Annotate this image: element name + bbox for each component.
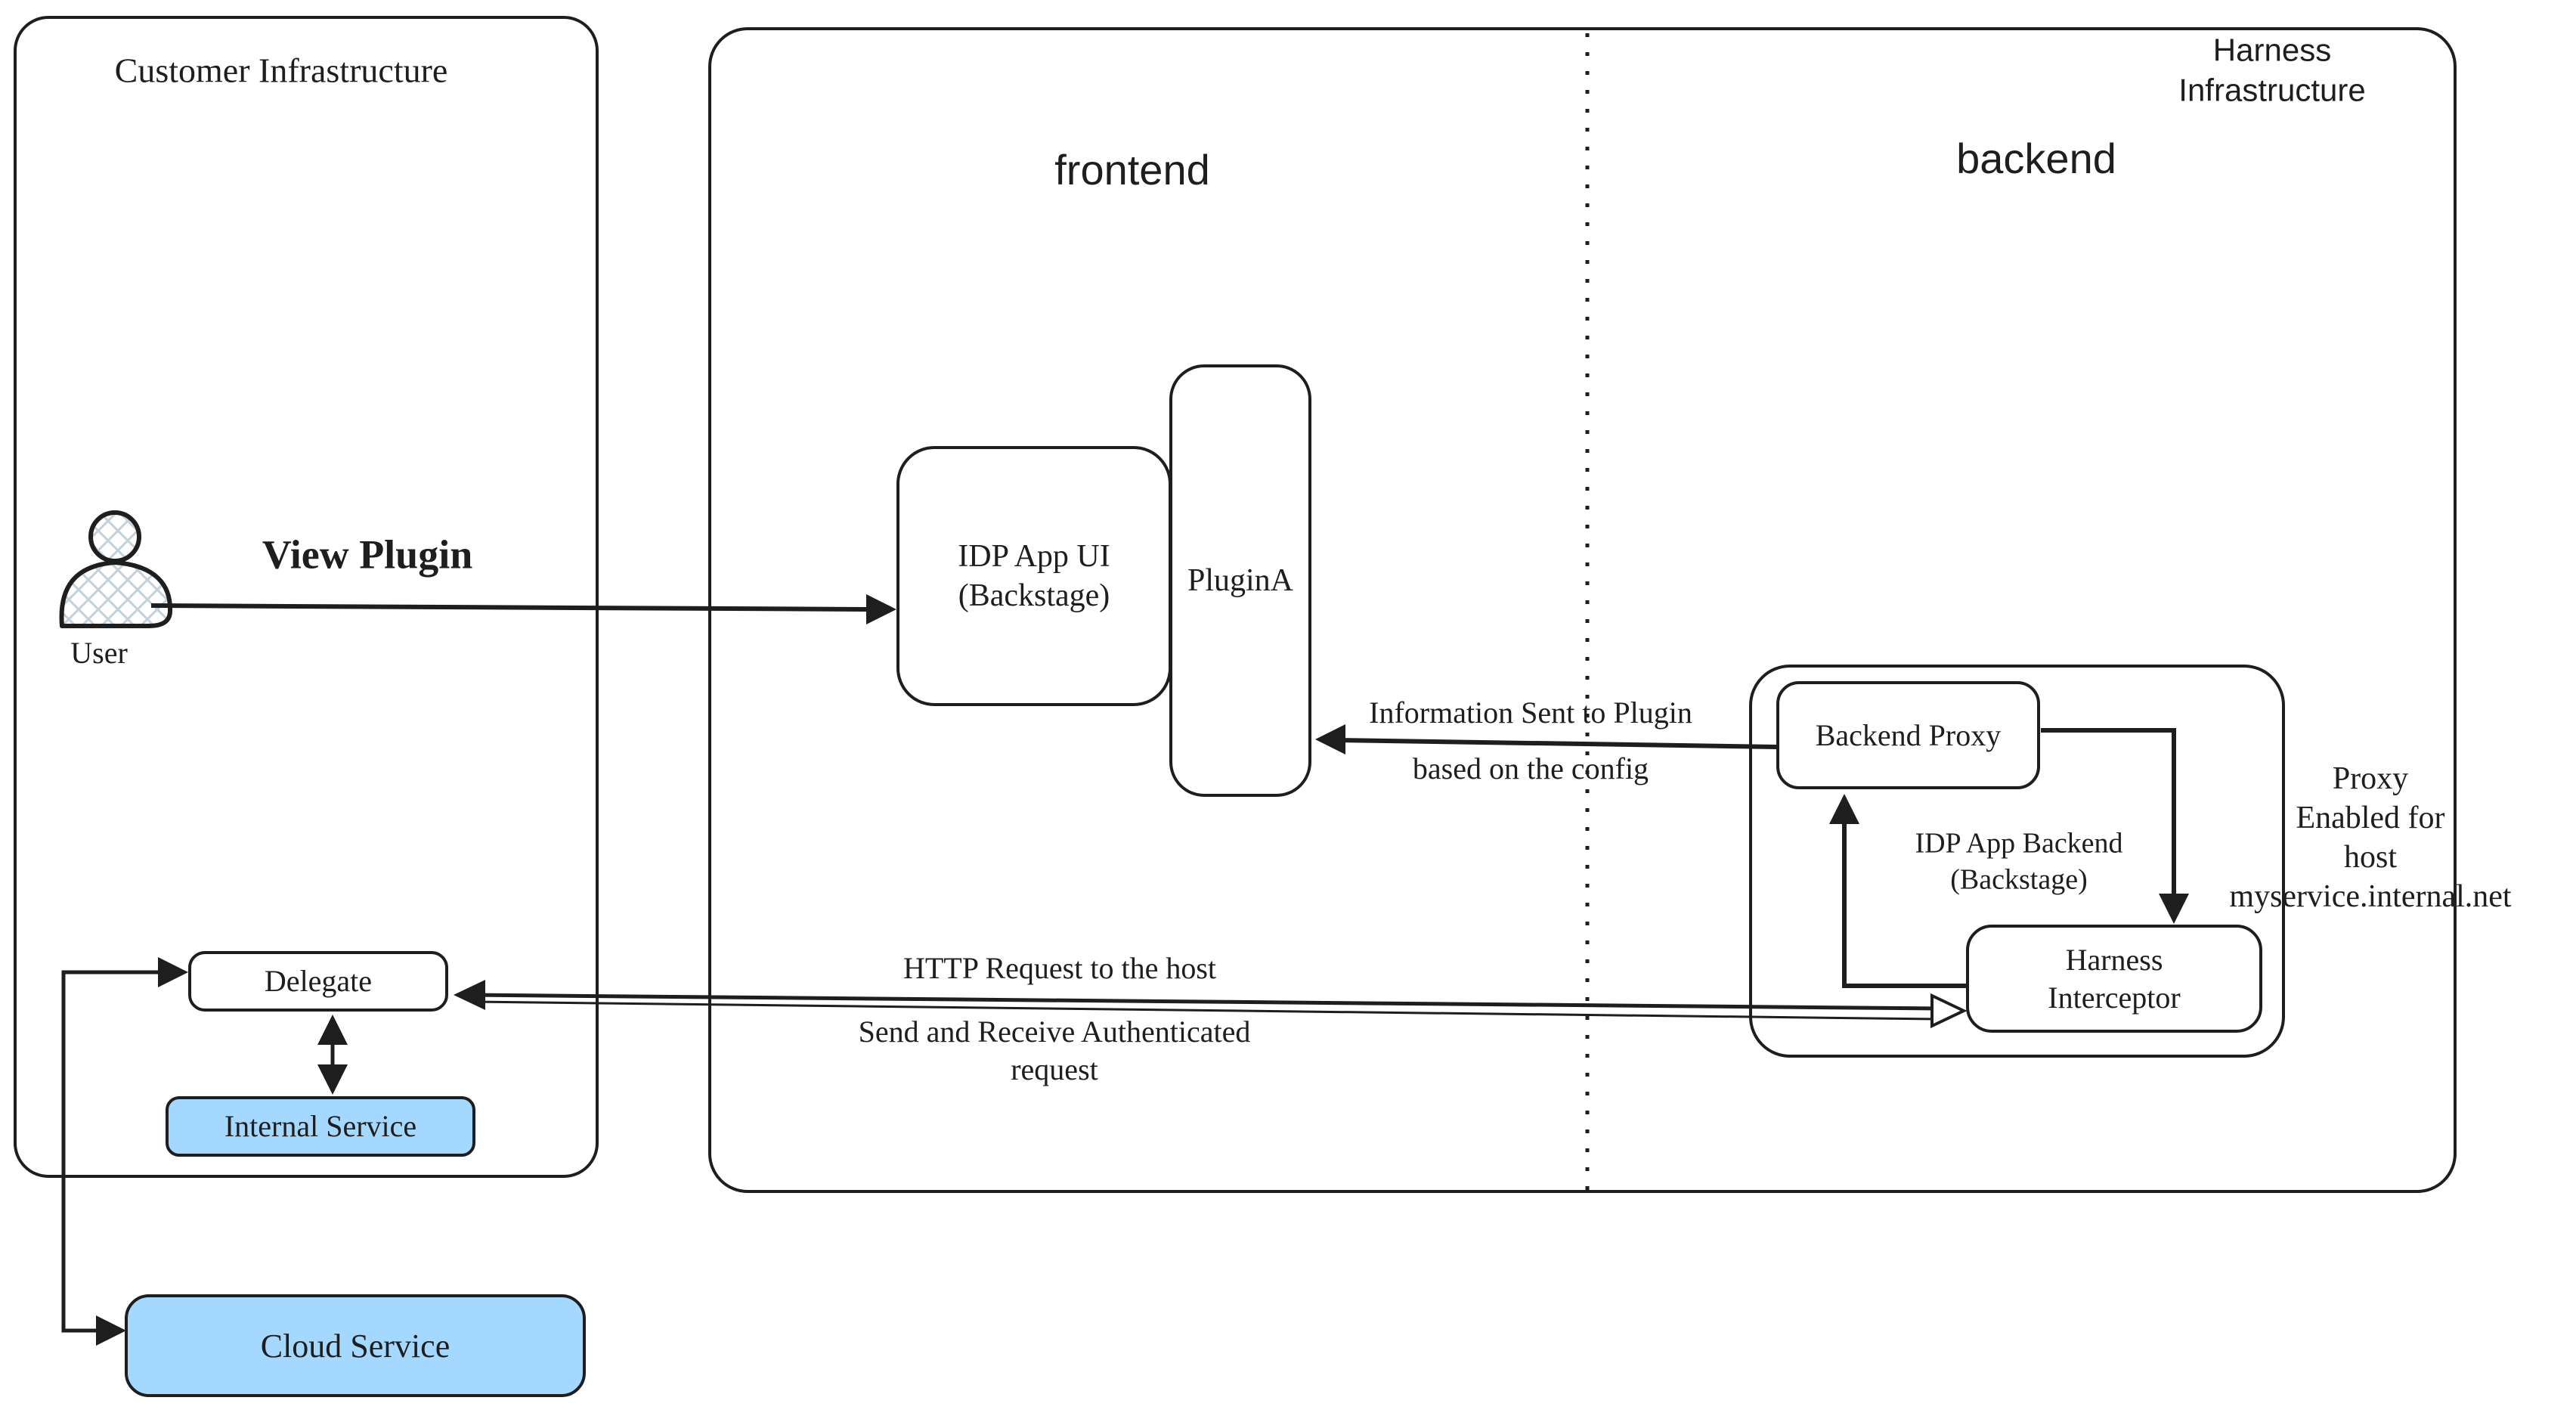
plugin-a-label: PluginA — [1187, 562, 1294, 598]
backend-zone-label: backend — [1956, 135, 2116, 182]
delegate-label: Delegate — [264, 964, 373, 998]
http-request-label: HTTP Request to the host — [903, 951, 1217, 985]
idp-app-ui-box: IDP App UI (Backstage) — [896, 446, 1172, 706]
view-plugin-label: View Plugin — [262, 531, 473, 578]
backend-proxy-box: Backend Proxy — [1776, 681, 2040, 789]
idp-app-ui-label: IDP App UI (Backstage) — [958, 538, 1110, 614]
frontend-zone-label: frontend — [1054, 146, 1210, 194]
user-label: User — [70, 636, 128, 670]
backend-proxy-label: Backend Proxy — [1815, 717, 2002, 752]
cloud-service-label: Cloud Service — [260, 1327, 450, 1365]
info-to-plugin-label: Information Sent to Plugin based on the … — [1369, 696, 1692, 785]
auth-request-label: Send and Receive Authenticated request — [858, 1015, 1251, 1086]
internal-service-box: Internal Service — [166, 1096, 475, 1157]
cloud-service-box: Cloud Service — [125, 1294, 586, 1397]
internal-service-label: Internal Service — [224, 1109, 417, 1143]
harness-infrastructure-title: Harness Infrastructure — [2178, 32, 2366, 108]
idp-app-backend-container — [1749, 665, 2285, 1058]
plugin-a-box: PluginA — [1169, 364, 1311, 797]
delegate-box: Delegate — [188, 951, 448, 1012]
proxy-enabled-note: Proxy Enabled for host myservice.interna… — [2229, 761, 2512, 915]
customer-infrastructure-box — [14, 16, 599, 1178]
harness-interceptor-box: Harness Interceptor — [1966, 925, 2262, 1033]
idp-app-backend-label: IDP App Backend (Backstage) — [1915, 827, 2123, 896]
customer-infrastructure-title: Customer Infrastructure — [114, 51, 448, 90]
harness-interceptor-label: Harness Interceptor — [2048, 942, 2181, 1015]
